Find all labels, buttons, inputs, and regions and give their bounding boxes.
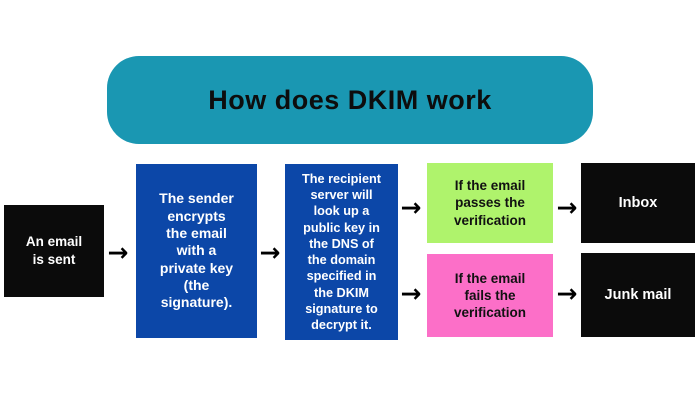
- step-text-sender-encrypts: The sender encrypts the email with a pri…: [159, 190, 234, 311]
- branch-box-verification-pass: If the email passes the verification: [427, 163, 553, 243]
- step-box-sender-encrypts: The sender encrypts the email with a pri…: [136, 164, 257, 338]
- title-banner: How does DKIM work: [107, 56, 593, 144]
- arrow-right-icon: →: [400, 278, 422, 308]
- outcome-text-junk-mail: Junk mail: [604, 287, 672, 303]
- outcome-box-inbox: Inbox: [581, 163, 695, 243]
- step-text-email-sent: An email is sent: [25, 234, 83, 267]
- page-title: How does DKIM work: [208, 84, 492, 115]
- step-box-recipient-lookup: The recipient server will look up a publ…: [285, 164, 398, 340]
- branch-text-verification-pass: If the email passes the verification: [453, 178, 527, 228]
- arrow-right-icon: →: [259, 237, 281, 267]
- outcome-text-inbox: Inbox: [618, 195, 658, 211]
- arrow-right-icon: →: [556, 192, 578, 222]
- branch-text-verification-fail: If the email fails the verification: [453, 270, 527, 321]
- step-box-email-sent: An email is sent: [4, 205, 104, 297]
- arrow-right-icon: →: [556, 278, 578, 308]
- branch-box-verification-fail: If the email fails the verification: [427, 254, 553, 337]
- outcome-box-junk-mail: Junk mail: [581, 253, 695, 337]
- step-text-recipient-lookup: The recipient server will look up a publ…: [302, 171, 381, 332]
- arrow-right-icon: →: [107, 237, 129, 267]
- arrow-right-icon: →: [400, 192, 422, 222]
